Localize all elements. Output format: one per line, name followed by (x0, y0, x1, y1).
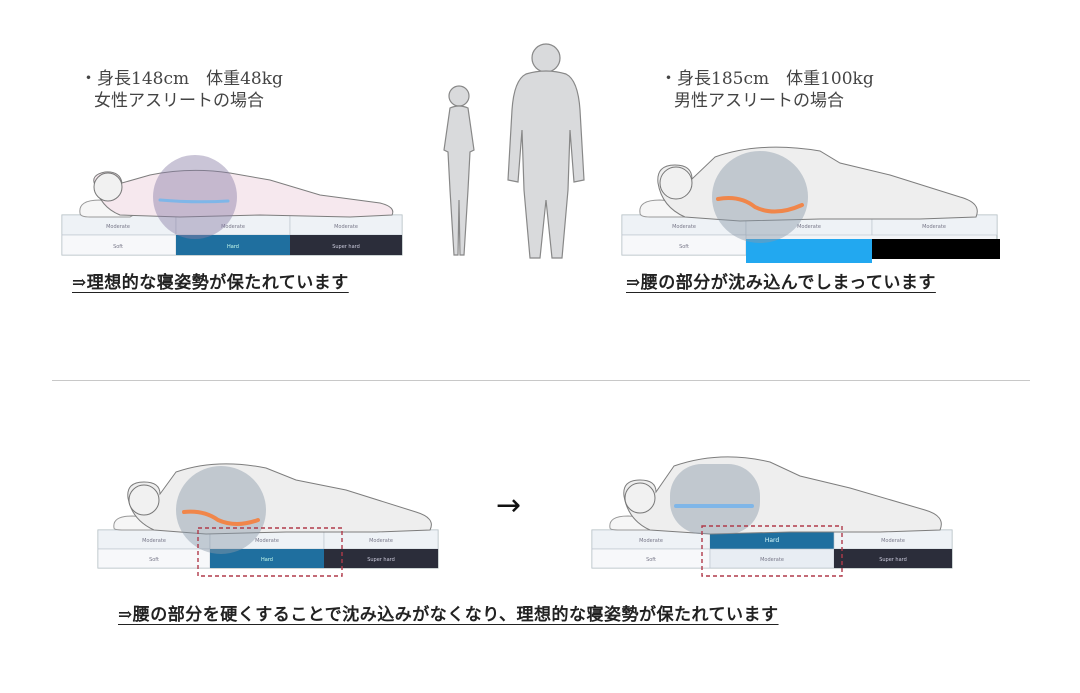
waist-highlight (670, 464, 760, 534)
mattress-bottom-label-3: Super hard (879, 557, 907, 563)
male-profile: ・身長185cm 体重100kg 男性アスリートの場合 (660, 68, 874, 112)
mattress-bottom-label-3: Super hard (367, 557, 395, 563)
mattress-top-label-1: Moderate (142, 538, 166, 544)
mattress-top-label-3: Moderate (334, 224, 358, 230)
after-illustration: Moderate Hard Moderate Soft Moderate Sup… (590, 450, 960, 580)
mattress-bottom-label-3: Super hard (332, 244, 360, 250)
head (94, 173, 122, 201)
mattress: Moderate Hard Moderate Soft Moderate Sup… (592, 530, 952, 568)
mattress-top-label-2: Hard (765, 537, 780, 544)
mattress-bottom-label-2: Hard (261, 557, 273, 563)
mattress-top-label-1: Moderate (639, 538, 663, 544)
section-divider (52, 380, 1030, 381)
female-silhouette (444, 86, 474, 255)
mattress-top-label-3: Moderate (369, 538, 393, 544)
bottom-caption: ⇒腰の部分を硬くすることで沈み込みがなくなり、理想的な寝姿勢が保たれています (118, 600, 779, 625)
male-body (658, 147, 977, 221)
female-caption: ⇒理想的な寝姿勢が保たれています (72, 268, 349, 293)
spine-line (160, 200, 228, 202)
female-body (94, 170, 393, 217)
mattress-bottom-label-1: Soft (149, 557, 159, 563)
male-profile-line1: ・身長185cm 体重100kg (660, 68, 874, 90)
body (128, 464, 432, 534)
mattress-bottom-label-1: Soft (113, 244, 123, 250)
mattress-top-label-3: Moderate (881, 538, 905, 544)
head (129, 485, 159, 515)
mattress-top-label-2: Moderate (255, 538, 279, 544)
mattress-bottom-label-1: Soft (679, 244, 689, 250)
male-profile-line2: 男性アスリートの場合 (660, 90, 874, 112)
male-lying-illustration: Moderate Moderate Moderate Soft (620, 135, 1005, 265)
head (625, 483, 655, 513)
mattress: Moderate Moderate Moderate Soft Hard Sup… (98, 530, 438, 568)
mattress-bottom-label-2: Hard (227, 244, 239, 250)
mattress-top-label-3: Moderate (922, 224, 946, 230)
mattress-top-label-1: Moderate (672, 224, 696, 230)
waist-highlight (153, 155, 237, 239)
male-silhouette (508, 44, 584, 258)
mattress-bottom-label-2: Moderate (760, 557, 784, 563)
before-illustration: Moderate Moderate Moderate Soft Hard Sup… (96, 450, 446, 580)
head (660, 167, 692, 199)
mattress-bottom-label-1: Soft (646, 557, 656, 563)
female-lying-illustration: Moderate Moderate Moderate Soft Hard Sup… (60, 145, 410, 260)
mattress-top-label-1: Moderate (106, 224, 130, 230)
silhouettes (428, 40, 598, 265)
arrow-right-icon: → (496, 488, 521, 523)
female-profile-line1: ・身長148cm 体重48kg (80, 68, 283, 90)
female-profile-line2: 女性アスリートの場合 (80, 90, 283, 112)
mattress: Moderate Moderate Moderate Soft (622, 215, 1000, 263)
mattress-bottom-cell-3 (872, 239, 1000, 259)
male-caption: ⇒腰の部分が沈み込んでしまっています (626, 268, 936, 293)
mattress-top-label-2: Moderate (797, 224, 821, 230)
female-profile: ・身長148cm 体重48kg 女性アスリートの場合 (80, 68, 283, 112)
mattress: Moderate Moderate Moderate Soft Hard Sup… (62, 215, 402, 255)
